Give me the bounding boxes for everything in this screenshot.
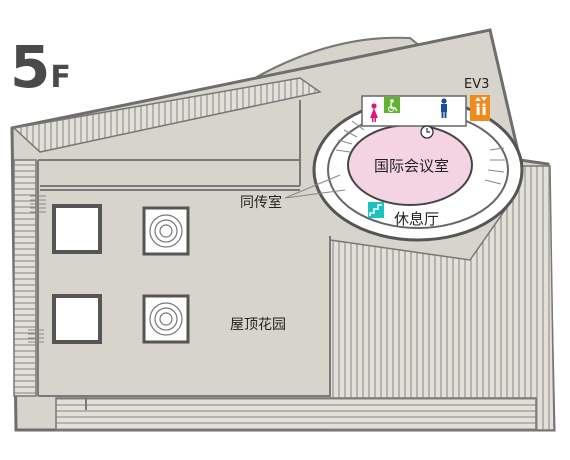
interpretation-room-label: 同传室 [240, 195, 282, 211]
spiral-stairs-top [142, 206, 190, 256]
west-corridor [13, 159, 37, 397]
north-corridor [12, 77, 322, 153]
lounge-label: 休息厅 [394, 210, 440, 228]
elevator-label: EV3 [464, 77, 490, 92]
male-restroom-icon [441, 98, 447, 118]
elevator-icon [470, 95, 490, 121]
conference-room-label: 国际会议室 [374, 157, 450, 175]
hall-seating [335, 120, 505, 185]
roof-garden-label: 屋顶花园 [230, 317, 286, 333]
interpretation-pointer [284, 174, 346, 199]
core-left-top [52, 204, 102, 254]
accessible-restroom-icon [384, 97, 400, 113]
spiral-stairs-bottom [142, 294, 190, 344]
floor-number-label: 5F [10, 38, 71, 96]
core-left-bottom [52, 294, 102, 344]
south-corridor [55, 397, 537, 431]
floor-number: 5 [10, 33, 51, 101]
stairs-icon [368, 202, 384, 218]
inner-walls [37, 100, 331, 410]
west-stairs [28, 195, 46, 343]
clock-icon [420, 125, 434, 139]
female-restroom-icon [366, 103, 382, 123]
floor-suffix: F [50, 60, 71, 95]
